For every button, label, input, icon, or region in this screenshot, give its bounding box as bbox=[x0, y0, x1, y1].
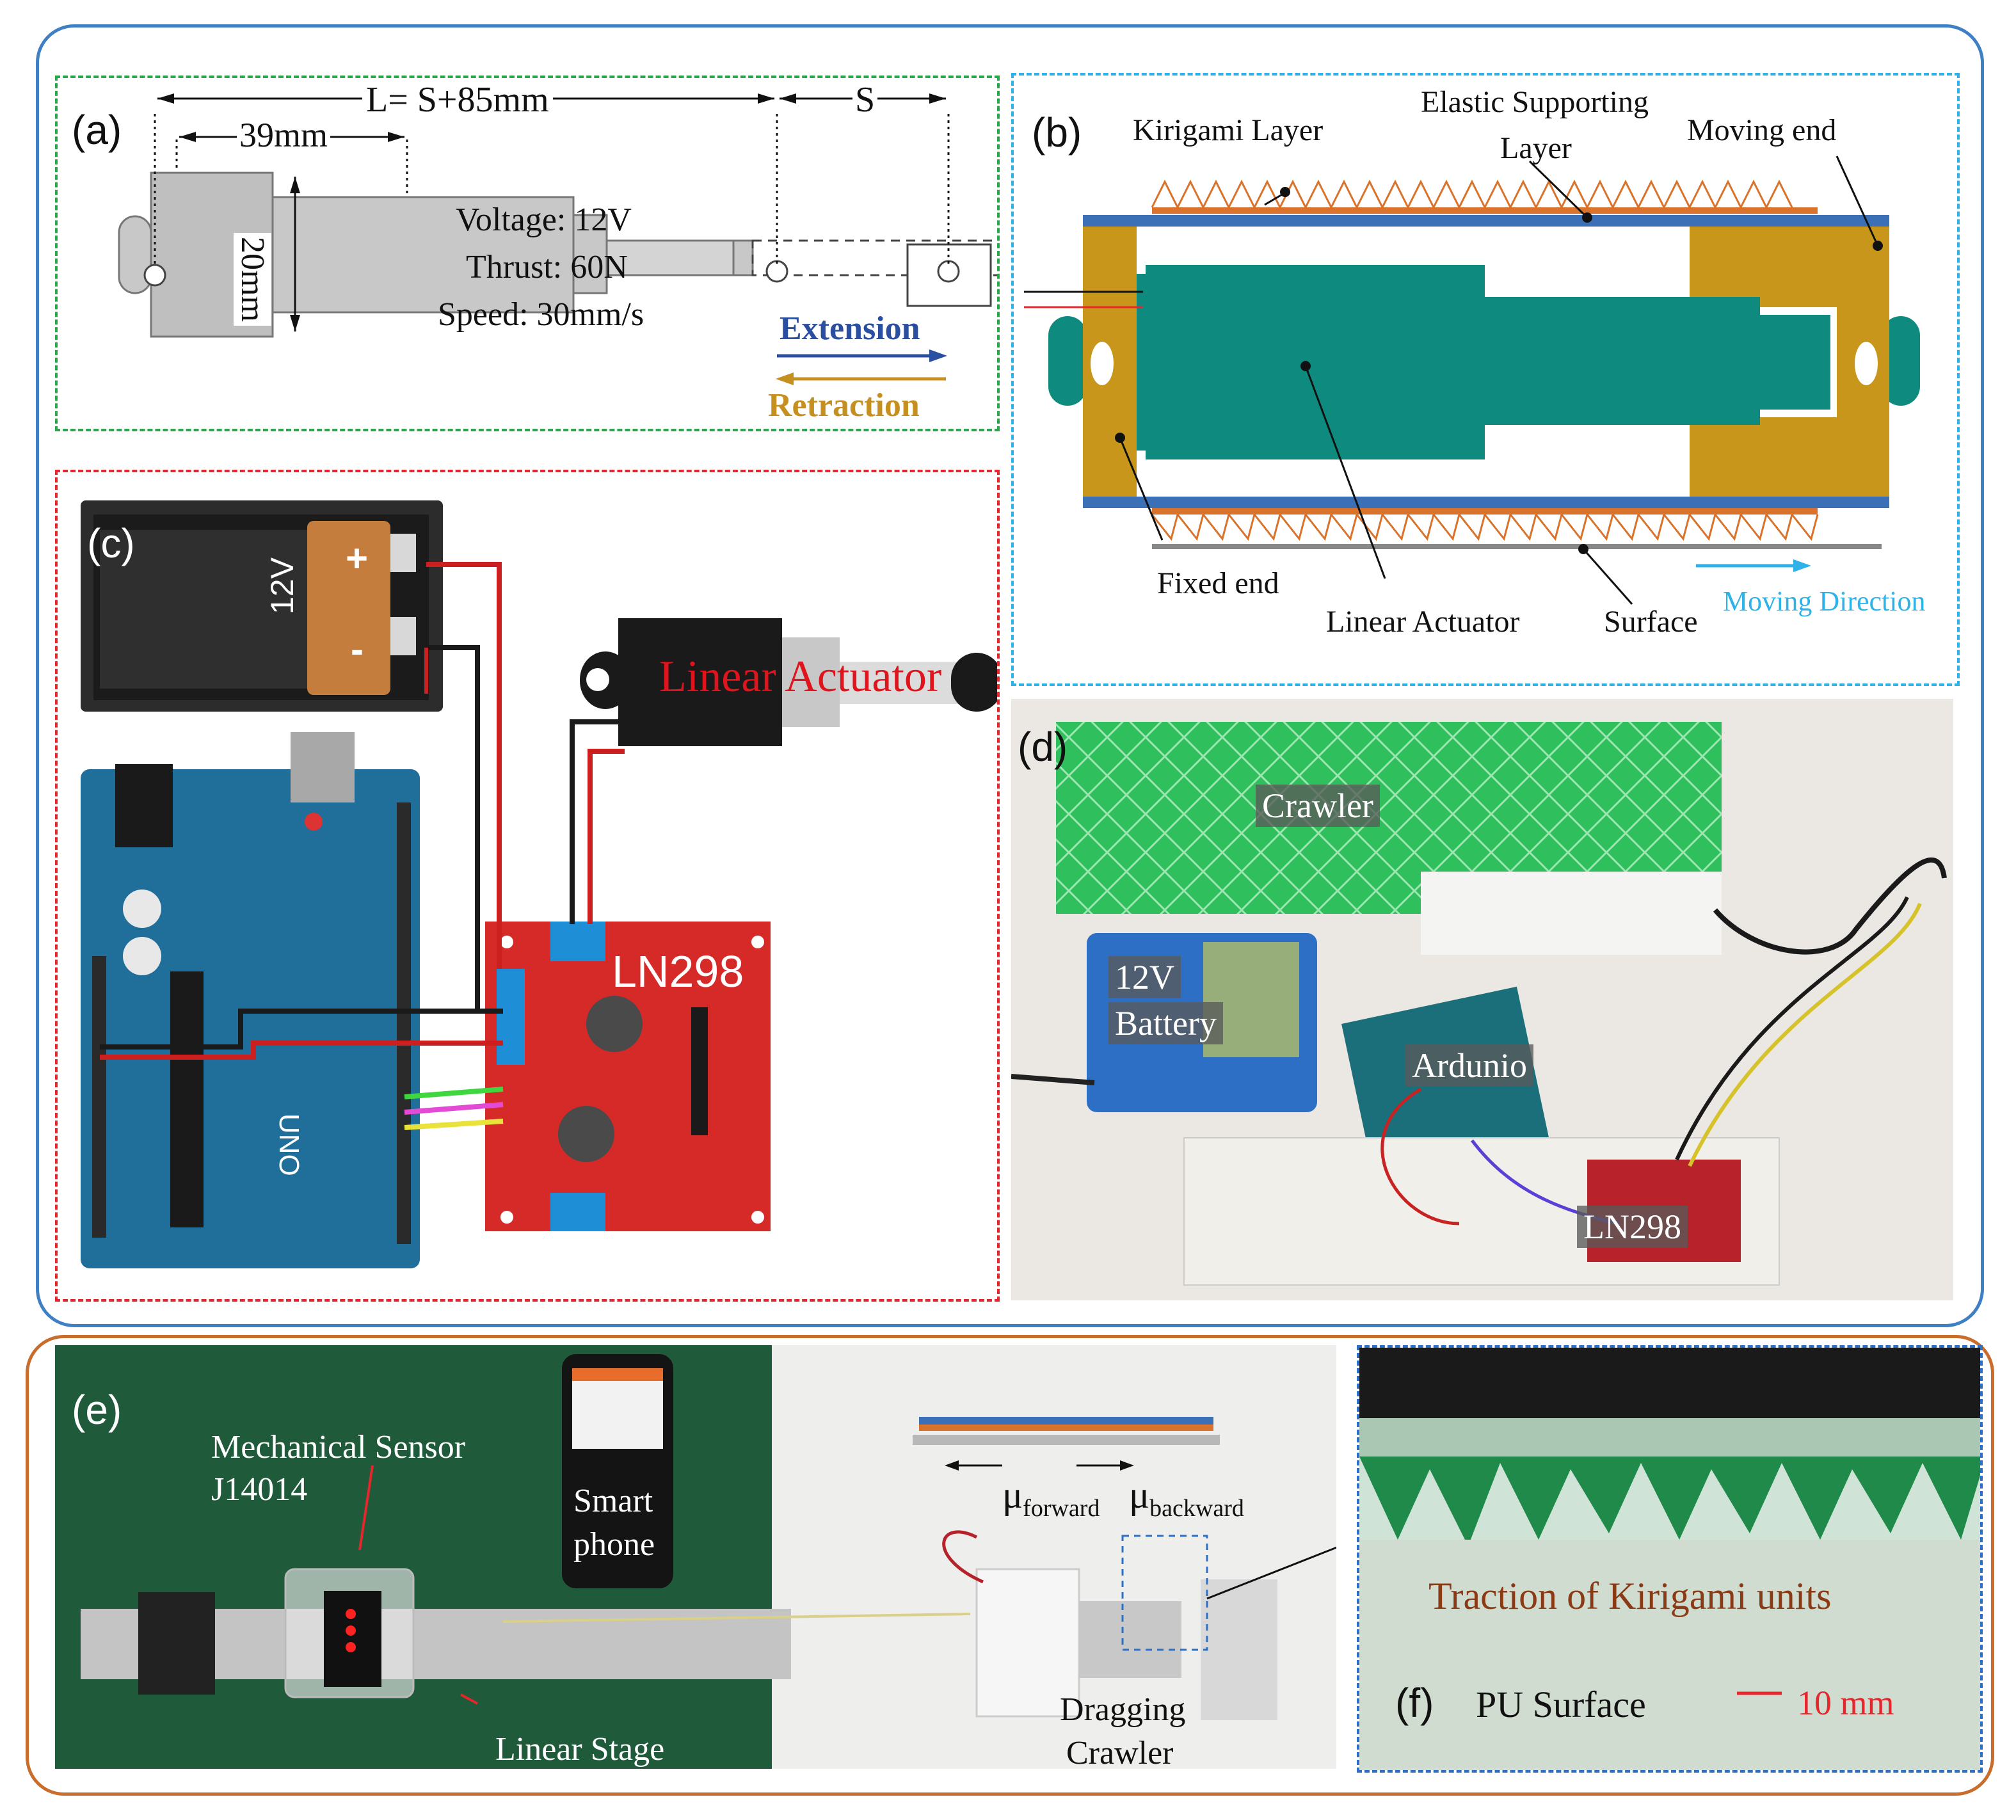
phone-label-2: phone bbox=[573, 1526, 655, 1563]
mu-forward-sub: forward bbox=[1023, 1495, 1100, 1522]
crawler-tag: Crawler bbox=[1256, 785, 1380, 827]
panel-b-label: (b) bbox=[1032, 109, 1082, 156]
moving-direction-label: Moving Direction bbox=[1723, 586, 1926, 617]
linear-stage-label: Linear Stage bbox=[495, 1731, 665, 1768]
height-label: 20mm bbox=[234, 233, 271, 326]
driver-label-c: LN298 bbox=[612, 946, 744, 996]
pu-surface-label: PU Surface bbox=[1476, 1684, 1646, 1725]
test-setup-drawing bbox=[55, 1345, 1336, 1769]
panel-d-label: (d) bbox=[1018, 724, 1068, 770]
arduino-tag: Ardunio bbox=[1405, 1044, 1533, 1087]
panel-f-photo bbox=[1357, 1345, 1983, 1773]
kirigami-layer-label: Kirigami Layer bbox=[1133, 113, 1324, 147]
dragging-label-2: Crawler bbox=[1066, 1735, 1174, 1771]
battery-tag-2: Battery bbox=[1108, 1002, 1223, 1044]
hardware-photo-drawing bbox=[1011, 699, 1953, 1300]
surface-label: Surface bbox=[1604, 605, 1698, 639]
battery-tag-1: 12V bbox=[1108, 956, 1181, 998]
panel-c-label: (c) bbox=[87, 520, 135, 566]
traction-closeup-drawing bbox=[1359, 1348, 1980, 1770]
elastic-layer-label-1: Elastic Supporting bbox=[1421, 85, 1649, 119]
mu-forward-symbol: μforward bbox=[1002, 1474, 1100, 1522]
panel-e-photo bbox=[55, 1345, 1336, 1769]
panel-c bbox=[55, 470, 1000, 1302]
panel-f-label: (f) bbox=[1395, 1680, 1434, 1726]
traction-label: Traction of Kirigami units bbox=[1428, 1575, 1832, 1617]
mu-backward-sub: backward bbox=[1149, 1495, 1244, 1522]
moving-end-label: Moving end bbox=[1687, 113, 1837, 147]
sensor-label-2: J14014 bbox=[211, 1471, 308, 1508]
mu-backward-symbol: μbackward bbox=[1129, 1474, 1244, 1522]
battery-minus-label: - bbox=[351, 628, 364, 671]
length-formula: L= S+85mm bbox=[362, 79, 553, 120]
panel-b bbox=[1011, 73, 1960, 686]
phone-label-1: Smart bbox=[573, 1483, 653, 1519]
thrust-spec: Thrust: 60N bbox=[466, 249, 628, 285]
panel-e-label: (e) bbox=[72, 1387, 122, 1433]
speed-spec: Speed: 30mm/s bbox=[438, 296, 644, 333]
battery-plus-label: + bbox=[346, 537, 369, 580]
fixed-end-label: Fixed end bbox=[1157, 566, 1279, 600]
bottom-frame bbox=[26, 1335, 1994, 1796]
body-length-label: 39mm bbox=[237, 115, 331, 155]
scale-bar-label: 10 mm bbox=[1797, 1684, 1894, 1722]
elastic-layer-label-2: Layer bbox=[1500, 131, 1572, 165]
panel-a bbox=[55, 76, 1000, 431]
extension-label: Extension bbox=[780, 310, 920, 347]
linear-actuator-label-c: Linear Actuator bbox=[659, 652, 942, 701]
top-frame bbox=[36, 24, 1984, 1327]
battery-voltage-label: 12V bbox=[264, 557, 300, 614]
retraction-label: Retraction bbox=[768, 387, 920, 424]
linear-actuator-label: Linear Actuator bbox=[1326, 605, 1520, 639]
voltage-spec: Voltage: 12V bbox=[456, 202, 632, 238]
actuator-dimension-drawing bbox=[118, 93, 997, 385]
panel-a-label: (a) bbox=[72, 107, 122, 153]
panel-d-photo bbox=[1011, 699, 1953, 1300]
driver-tag: LN298 bbox=[1577, 1206, 1688, 1248]
wiring-diagram bbox=[81, 500, 997, 1268]
stroke-label: S bbox=[852, 79, 878, 120]
dragging-label-1: Dragging bbox=[1060, 1691, 1186, 1728]
sensor-label-1: Mechanical Sensor bbox=[211, 1429, 466, 1465]
crawler-structure-drawing bbox=[1024, 156, 1920, 605]
uno-label: UNO bbox=[273, 1114, 305, 1176]
